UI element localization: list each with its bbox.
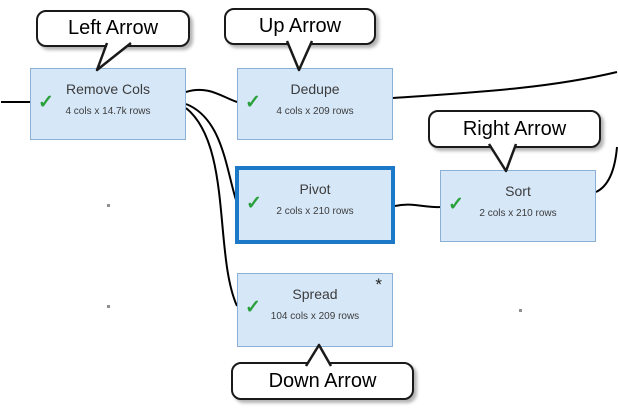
node-subtitle: 4 cols x 209 rows — [276, 106, 354, 117]
check-icon: ✓ — [246, 193, 262, 214]
connector-pivot-to-sort — [394, 203, 441, 209]
node-subtitle: 2 cols x 210 rows — [479, 208, 557, 219]
connector-sort-to-right-edge — [595, 146, 618, 193]
node-title: Pivot — [299, 181, 331, 197]
callout-label: Down Arrow — [268, 369, 377, 392]
callout-label: Up Arrow — [258, 15, 342, 37]
check-icon: ✓ — [245, 297, 261, 318]
check-icon: ✓ — [245, 92, 261, 113]
node-spread[interactable]: ✓ * Spread 104 cols x 209 rows — [237, 273, 393, 347]
callout-up-arrow: Up Arrow — [224, 8, 376, 45]
node-pivot[interactable]: ✓ Pivot 2 cols x 210 rows — [235, 166, 395, 244]
grid-dot — [519, 309, 522, 312]
node-subtitle: 104 cols x 209 rows — [270, 311, 360, 322]
node-sort[interactable]: ✓ Sort 2 cols x 210 rows — [440, 170, 596, 242]
callout-tail-right-arrow — [487, 143, 518, 173]
callout-tail-up-arrow — [285, 40, 314, 72]
node-title: Spread — [292, 286, 338, 302]
callout-label: Left Arrow — [67, 17, 159, 39]
check-icon: ✓ — [38, 92, 54, 113]
callout-right-arrow: Right Arrow — [428, 110, 601, 148]
callout-label: Right Arrow — [462, 117, 567, 140]
node-subtitle: 4 cols x 14.7k rows — [65, 106, 151, 117]
check-icon: ✓ — [448, 194, 464, 215]
node-title: Dedupe — [290, 81, 340, 97]
grid-dot — [107, 204, 110, 207]
connector-remove-cols-to-dedupe — [185, 88, 238, 103]
grid-dot — [107, 305, 110, 308]
connector-dedupe-to-right-edge — [392, 71, 618, 99]
node-title: Remove Cols — [65, 81, 151, 97]
node-subtitle: 2 cols x 210 rows — [276, 206, 354, 217]
callout-down-arrow: Down Arrow — [231, 362, 414, 400]
connector-remove-cols-to-pivot — [185, 103, 237, 201]
callout-tail-left-arrow — [95, 42, 132, 72]
modified-star-icon: * — [375, 275, 382, 294]
node-remove-cols[interactable]: ✓ Remove Cols 4 cols x 14.7k rows — [30, 68, 186, 140]
node-title: Sort — [505, 183, 531, 199]
node-dedupe[interactable]: ✓ Dedupe 4 cols x 209 rows — [237, 68, 393, 140]
connector-remove-cols-to-spread — [185, 107, 238, 307]
callout-left-arrow: Left Arrow — [36, 10, 190, 47]
